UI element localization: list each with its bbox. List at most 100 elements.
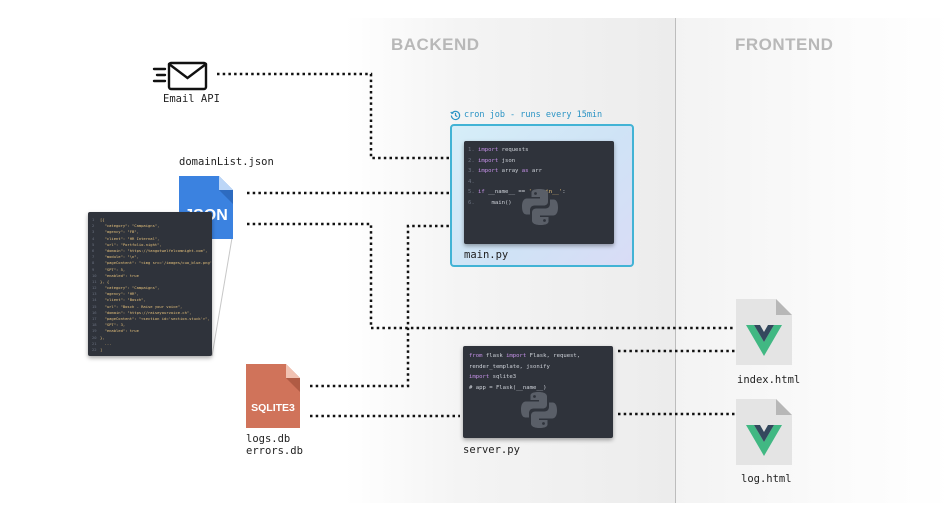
line-number: 1 — [92, 217, 95, 222]
code-token: import — [478, 168, 499, 174]
line-number: 21 — [92, 340, 97, 346]
json-text: "category": "Campaigns", — [100, 285, 160, 291]
json-text: }, — [100, 334, 105, 340]
line-number: 4 — [92, 235, 95, 241]
code-token: import — [478, 147, 499, 153]
line-number: 19 — [92, 328, 97, 334]
json-line: 11}, { — [92, 279, 212, 285]
json-line: 13 "agency": "HR", — [92, 291, 212, 297]
line-number: 12 — [92, 285, 97, 291]
frontend-title: FRONTEND — [735, 35, 834, 54]
domain-list-label: domainList.json — [179, 156, 274, 168]
line-number: 1. — [468, 147, 475, 153]
json-text: "domain": "https://raiseyourvoice.ch", — [100, 309, 192, 315]
code-line: 1.import requests — [468, 145, 614, 156]
json-text: "url": "Portfolio.night", — [100, 241, 162, 247]
code-token: arr — [528, 168, 543, 174]
json-line: 15 "url": "Bosch - Raise your voice", — [92, 304, 212, 310]
json-text: "module": "\n", — [100, 254, 139, 260]
code-token: array — [498, 168, 522, 174]
json-text: "pageContent": "<img src='/images/cuo_bl… — [100, 260, 212, 266]
python-logo-icon — [521, 392, 557, 428]
line-number: 4. — [468, 178, 475, 185]
python-logo-icon — [522, 189, 558, 225]
json-text: "SPT": 5, — [100, 266, 126, 272]
code-token: import — [478, 157, 499, 164]
cron-job-label: cron job - runs every 15min — [464, 110, 603, 120]
line-number: 7 — [92, 254, 95, 260]
line-number: 2 — [92, 223, 95, 229]
json-line: 19 "enabled": true — [92, 328, 212, 334]
json-line: 21 ... — [92, 341, 212, 347]
json-line: 8 "pageContent": "<img src='/images/cuo_… — [92, 260, 212, 266]
json-line: 17 "pageContent": "<section id='section-… — [92, 316, 212, 322]
json-text: "enabled": true — [100, 272, 139, 278]
json-line: 7 "module": "\n", — [92, 254, 212, 260]
line-number: 5 — [92, 241, 95, 247]
code-token: # app = Flask(__name__) — [469, 384, 547, 391]
vue-logo-icon — [746, 425, 782, 456]
json-line: 1 [{ — [92, 217, 212, 223]
json-line: 14 "client": "Bosch", — [92, 297, 212, 303]
code-line: render_template, jsonify — [469, 362, 613, 373]
code-token: import — [469, 374, 490, 380]
code-token: json — [498, 157, 516, 164]
log-html-file-icon — [736, 399, 792, 465]
json-text: "client": "Bosch", — [100, 297, 146, 303]
json-text: "category": "Campaigns", — [100, 223, 160, 229]
index-html-file-icon — [736, 299, 792, 365]
envelope-icon — [152, 61, 208, 91]
code-line: # app = Flask(__name__) — [469, 383, 613, 394]
line-number: 3. — [468, 168, 475, 174]
code-line: 3.import array as arr — [468, 166, 614, 177]
json-text: "client": "HR Internal", — [100, 235, 160, 241]
json-text: }, { — [100, 278, 110, 284]
log-html-label: log.html — [741, 473, 792, 485]
json-text: ... — [100, 340, 112, 346]
code-line: from flask import Flask, request, — [469, 351, 613, 362]
code-line: 2.import json — [468, 156, 614, 167]
line-number: 10 — [92, 272, 97, 278]
code-token: flask — [482, 353, 507, 359]
code-token: if — [478, 189, 485, 195]
json-line: 18 "SPT": 3, — [92, 322, 212, 328]
json-line: 16 "domain": "https://raiseyourvoice.ch"… — [92, 310, 212, 316]
json-line: 9 "SPT": 5, — [92, 267, 212, 273]
json-text: [{ — [100, 217, 105, 222]
line-number: 2. — [468, 157, 475, 164]
json-line: 3 "agency": "FB", — [92, 229, 212, 235]
code-token: : — [562, 189, 566, 195]
connector-email-to-main — [217, 72, 460, 160]
code-token: __name__ == — [484, 189, 529, 195]
json-text: "agency": "FB", — [100, 229, 139, 235]
region-divider — [675, 18, 676, 503]
json-line: 4 "client": "HR Internal", — [92, 236, 212, 242]
json-preview-panel: 1[{2 "category": "Campaigns",3 "agency":… — [88, 212, 212, 356]
backend-title: BACKEND — [391, 35, 480, 54]
json-line: 12 "category": "Campaigns", — [92, 285, 212, 291]
logs-db-label: logs.db — [246, 433, 291, 445]
line-number: 9 — [92, 266, 95, 272]
clock-history-icon — [450, 110, 461, 121]
code-token: requests — [498, 147, 529, 153]
code-line: 4. — [468, 177, 614, 188]
code-token: render_template, jsonify — [469, 363, 550, 370]
line-number: 17 — [92, 316, 97, 321]
line-number: 13 — [92, 291, 97, 297]
code-token: import — [506, 353, 527, 359]
line-number: 18 — [92, 322, 97, 328]
line-number: 16 — [92, 309, 97, 315]
index-html-label: index.html — [737, 374, 801, 386]
errors-db-label: errors.db — [246, 445, 303, 457]
json-line: 6 "domain": "https://tangotwelfelcomnigh… — [92, 248, 212, 254]
sqlite-badge: SQLITE3 — [251, 402, 295, 414]
json-line: 22] — [92, 347, 212, 353]
email-api-label: Email API — [163, 93, 220, 105]
json-text: "domain": "https://tangotwelfelcomnight.… — [100, 247, 208, 253]
line-number: 6. — [468, 199, 475, 206]
json-line: 20}, — [92, 335, 212, 341]
json-text: ] — [100, 346, 103, 352]
